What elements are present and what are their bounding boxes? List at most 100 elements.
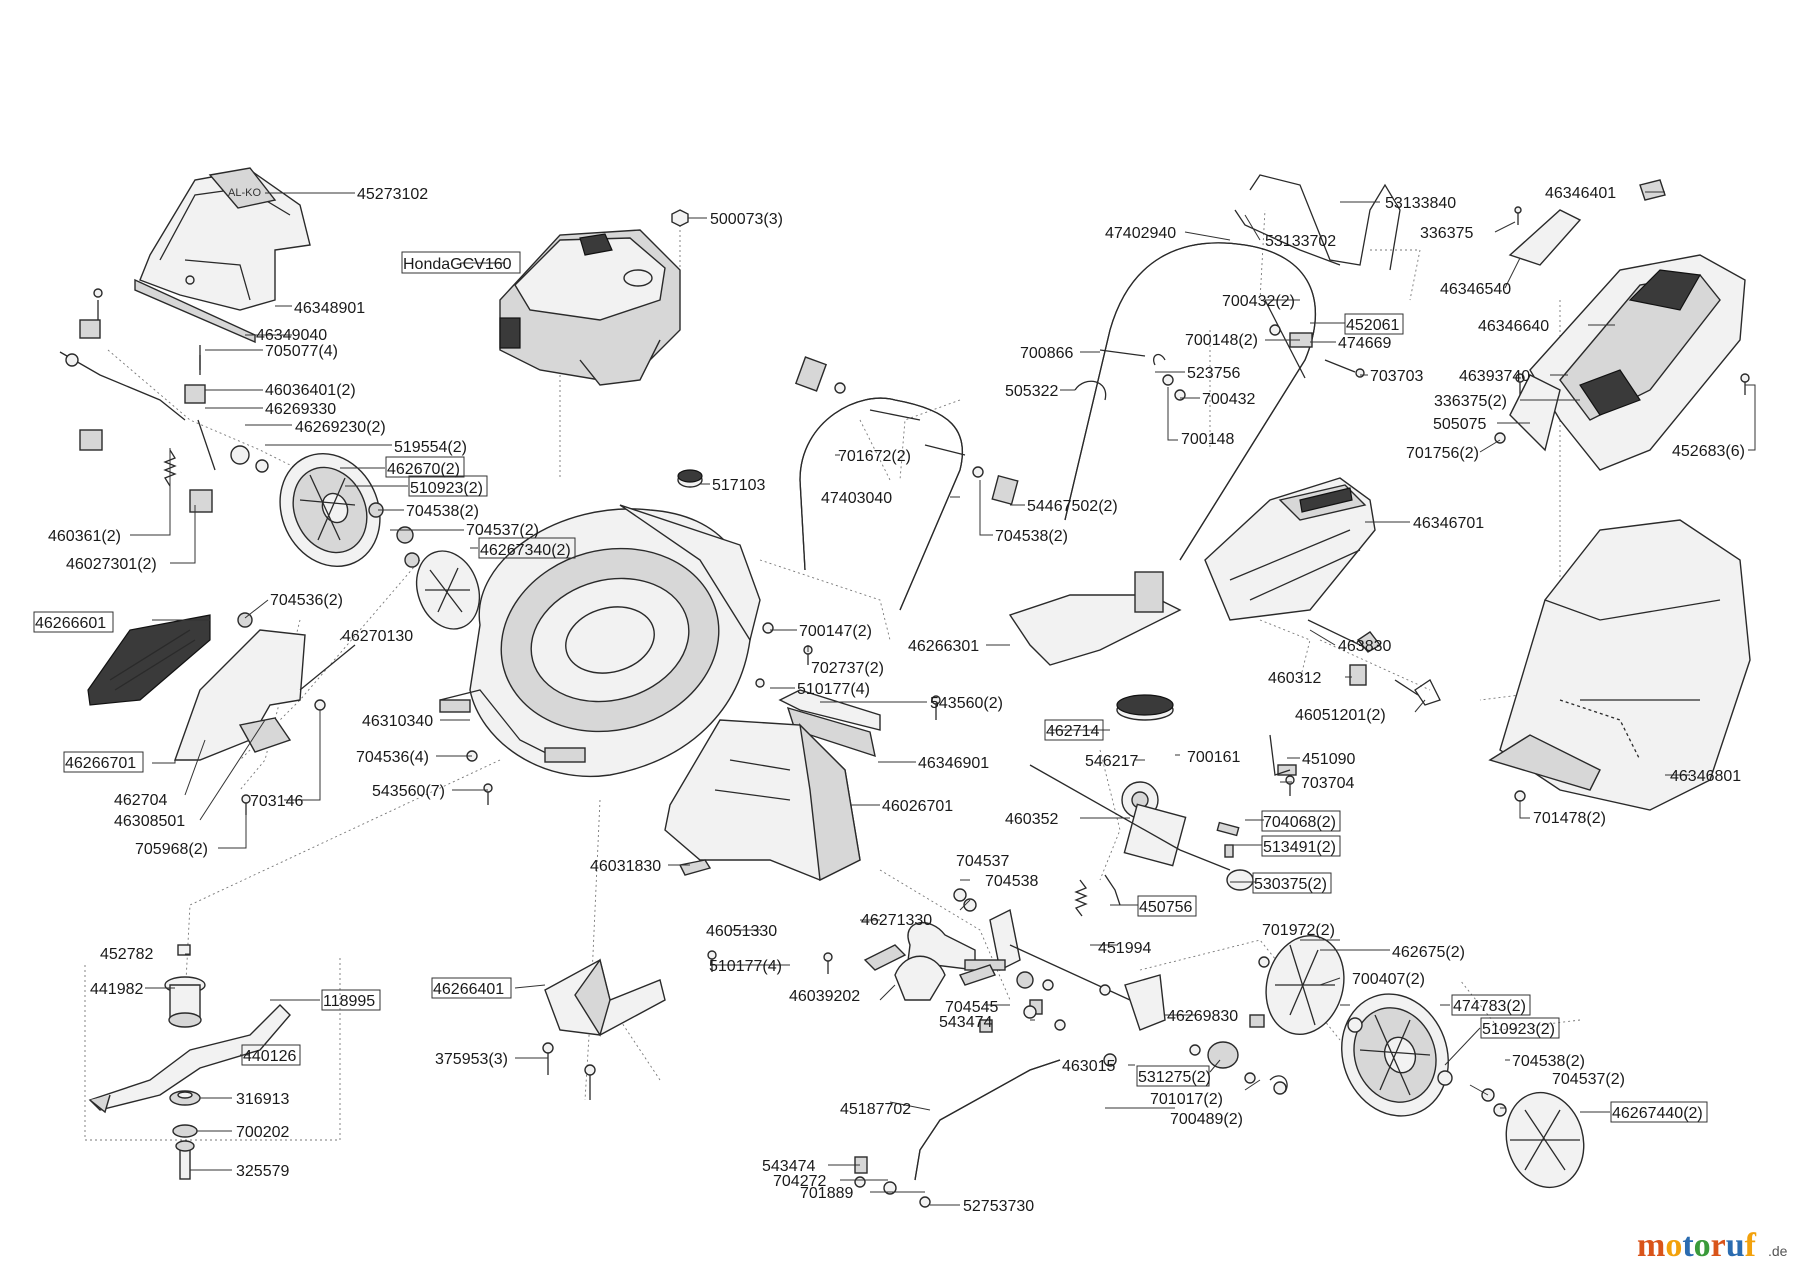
part-label: 505075 (1433, 416, 1486, 433)
bracket-46031830 (678, 859, 712, 876)
part-label: 543474 (762, 1158, 815, 1175)
logo-r: r (1711, 1227, 1726, 1264)
logo-o1: o (1665, 1227, 1682, 1264)
boxed-part-label (63, 751, 144, 773)
part-label: 46027301(2) (66, 556, 157, 573)
logo-m: m (1637, 1227, 1665, 1264)
part-label: 452061 (1346, 317, 1399, 334)
part-label: 517103 (712, 477, 765, 494)
part-label: 460361(2) (48, 528, 121, 545)
boxed-part-label (1344, 313, 1404, 335)
part-label: 375953(3) (435, 1051, 508, 1068)
rod-463830 (1307, 619, 1441, 706)
part-label: 510177(4) (709, 958, 782, 975)
boxed-part-label (1480, 1017, 1560, 1039)
part-label: 462714 (1046, 723, 1099, 740)
mower-deck (439, 504, 761, 777)
part-label: 513491(2) (1263, 839, 1336, 856)
catcher-top-46346701 (1204, 477, 1376, 621)
part-label: 336375 (1420, 225, 1473, 242)
part-label: 46266701 (65, 755, 136, 772)
part-label: 510923(2) (410, 480, 483, 497)
part-label: 523756 (1187, 365, 1240, 382)
wheel-cap-46267440 (1481, 1088, 1585, 1189)
part-label: 452683(6) (1672, 443, 1745, 460)
boxed-part-label (401, 251, 521, 274)
adapter-441982 (164, 944, 206, 1028)
logo-t: t (1682, 1227, 1694, 1264)
part-label: 705077(4) (265, 343, 338, 360)
part-label: 500073(3) (710, 211, 783, 228)
grommet-517103 (677, 469, 703, 488)
boxed-part-label (241, 1044, 301, 1066)
part-label: 701972(2) (1262, 922, 1335, 939)
logo-suffix: .de (1768, 1243, 1788, 1259)
part-label: 441982 (90, 981, 143, 998)
part-label: 701756(2) (1406, 445, 1479, 462)
part-label: 474669 (1338, 335, 1391, 352)
part-label: 451090 (1302, 751, 1355, 768)
blade-bolt-set (169, 1090, 201, 1180)
boxed-part-label (1451, 994, 1531, 1016)
part-label: 460312 (1268, 670, 1321, 687)
part-label: 46051330 (706, 923, 777, 940)
part-label: 704536(4) (356, 749, 429, 766)
rod-46270130 (299, 644, 356, 711)
part-label: 703146 (250, 793, 303, 810)
part-label: 450756 (1139, 899, 1192, 916)
honda-engine (499, 229, 681, 386)
part-label: 703704 (1301, 775, 1354, 792)
boxed-part-label (431, 977, 512, 999)
boxed-part-label (1136, 1065, 1210, 1087)
wheel-bracket-462675 (1258, 935, 1345, 1035)
part-label: 118995 (323, 993, 375, 1010)
part-label: 463015 (1062, 1058, 1115, 1075)
part-illustrations: AL-KO (59, 167, 1751, 1208)
svg-text:motoruf: motoruf (1637, 1227, 1757, 1264)
mulch-plate-46266701 (174, 612, 306, 761)
part-label: 474783(2) (1453, 998, 1526, 1015)
rear-flap-46266601 (87, 614, 211, 706)
blade-440126 (88, 1004, 291, 1114)
part-label: 54467502(2) (1027, 498, 1118, 515)
part-label: 704545 (945, 999, 998, 1016)
boxed-part-label (33, 611, 114, 633)
part-label: 47403040 (821, 490, 892, 507)
part-label: 704068(2) (1263, 814, 1336, 831)
part-label: 700432 (1202, 391, 1255, 408)
part-label: 460352 (1005, 811, 1058, 828)
part-label: 46267440(2) (1612, 1105, 1703, 1122)
part-label: 46266401 (433, 981, 504, 998)
part-label: 336375(2) (1434, 393, 1507, 410)
part-label: 52753730 (963, 1198, 1034, 1215)
part-label: 704538(2) (1512, 1053, 1585, 1070)
part-label: 47402940 (1105, 225, 1176, 242)
part-label: 531275(2) (1138, 1069, 1211, 1086)
part-label: 53133840 (1385, 195, 1456, 212)
part-label: 462704 (114, 792, 167, 809)
part-label: 46269330 (265, 401, 336, 418)
boxed-part-label (1610, 1101, 1708, 1123)
part-label: 701478(2) (1533, 810, 1606, 827)
part-label: 543474 (939, 1014, 992, 1031)
part-label: 46036401(2) (265, 382, 356, 399)
part-label: 704538(2) (406, 503, 479, 520)
lower-handle-47403040 (794, 356, 1019, 611)
grass-catcher-46346801 (1488, 519, 1751, 811)
part-label: 510177(4) (797, 681, 870, 698)
part-label: 46346640 (1478, 318, 1549, 335)
part-label: 704537 (956, 853, 1009, 870)
engine-top-cover: AL-KO (139, 167, 311, 311)
part-label: 46031830 (590, 858, 661, 875)
part-label: 46271330 (861, 912, 932, 929)
part-label: 705968(2) (135, 841, 208, 858)
part-label: 704537(2) (1552, 1071, 1625, 1088)
part-label: 701889 (800, 1185, 853, 1202)
part-label: 46269230(2) (295, 419, 386, 436)
part-label: 45273102 (357, 186, 428, 203)
part-label: 46346701 (1413, 515, 1484, 532)
boxed-part-label (1044, 719, 1104, 741)
part-label: 46051201(2) (1295, 707, 1386, 724)
motoruf-logo: motoruf .de (1637, 1227, 1788, 1264)
